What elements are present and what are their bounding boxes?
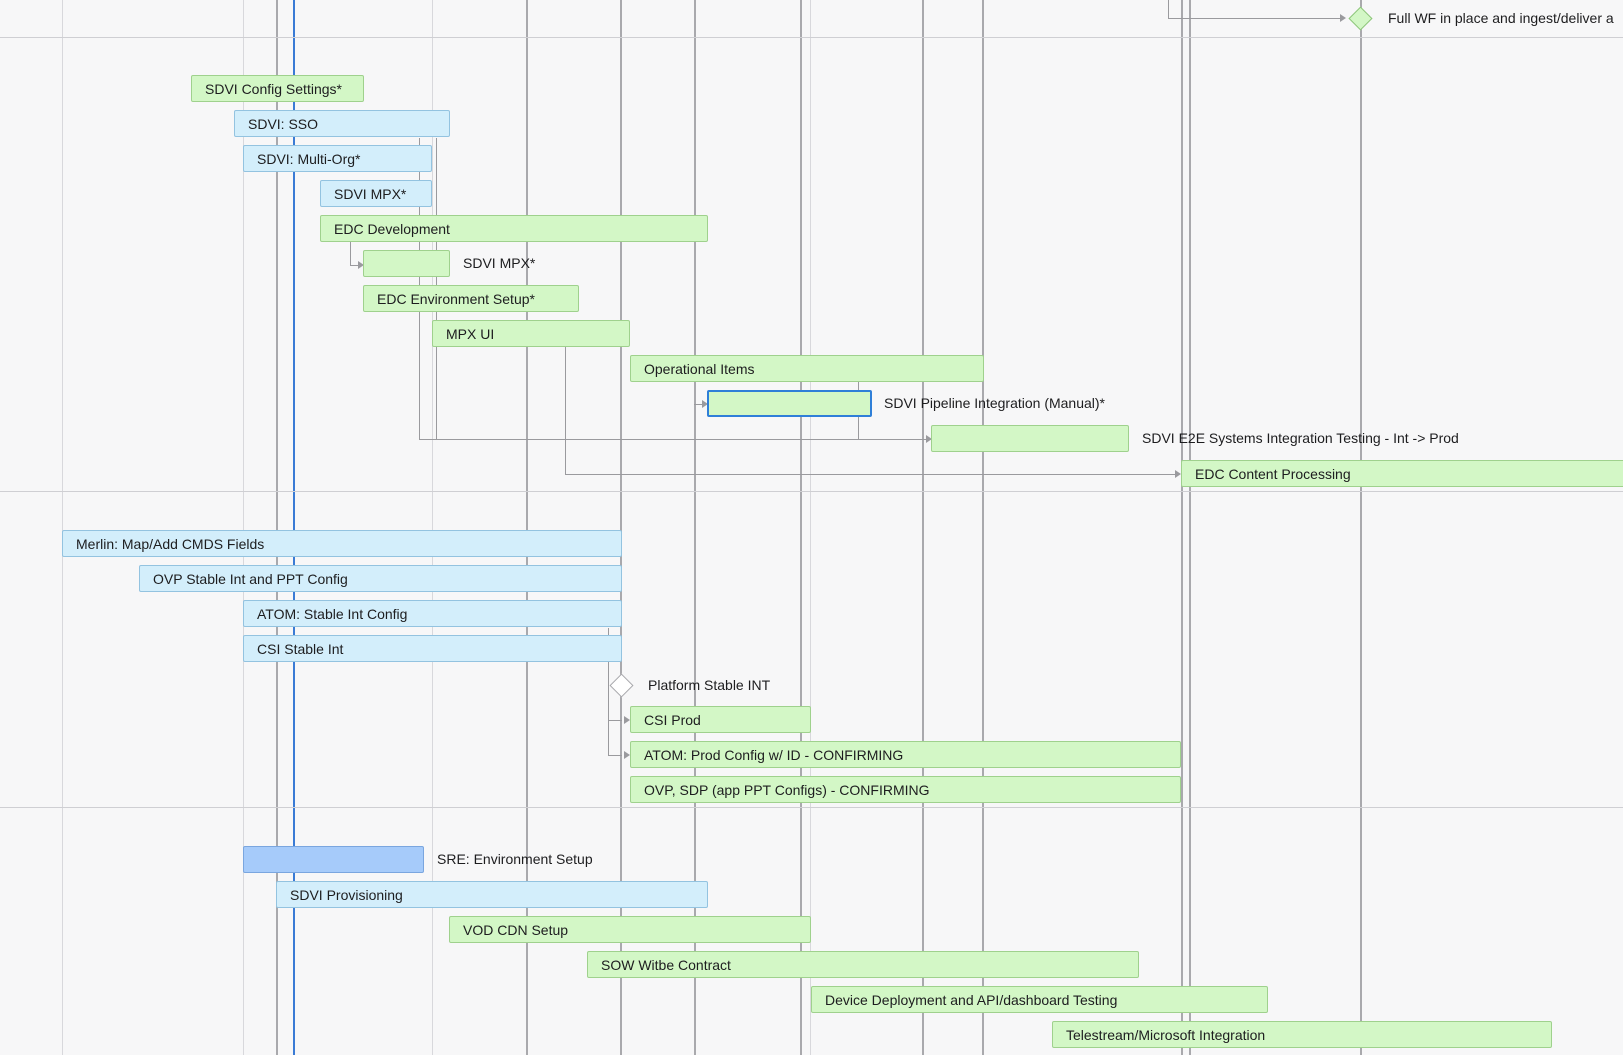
- grid-line: [1360, 0, 1362, 1055]
- today-line: [293, 0, 295, 1055]
- grid-line: [1181, 0, 1183, 1055]
- milestone-platform-stable-int[interactable]: [609, 673, 634, 698]
- dependency-line: [608, 755, 622, 756]
- task-label-sdvi-pipeline-integration: SDVI Pipeline Integration (Manual)*: [884, 395, 1106, 411]
- task-label: SDVI: Multi-Org*: [257, 151, 361, 167]
- dependency-line: [608, 628, 609, 756]
- dependency-line: [608, 720, 622, 721]
- task-bar-sre-env-setup[interactable]: [243, 846, 424, 873]
- task-label: ATOM: Prod Config w/ ID - CONFIRMING: [644, 747, 904, 763]
- task-label: Merlin: Map/Add CMDS Fields: [76, 536, 265, 552]
- task-bar-csi-stable-int[interactable]: CSI Stable Int: [243, 635, 622, 662]
- task-label-sdvi-e2e-testing: SDVI E2E Systems Integration Testing - I…: [1142, 430, 1459, 446]
- task-bar-sdvi-e2e-testing[interactable]: [931, 425, 1129, 452]
- grid-line: [694, 0, 696, 1055]
- grid-line: [62, 0, 63, 1055]
- task-label: SDVI Config Settings*: [205, 81, 342, 97]
- grid-line: [1189, 0, 1191, 1055]
- milestone-full-wf-label: Full WF in place and ingest/deliver a: [1388, 10, 1614, 26]
- grid-line: [243, 0, 244, 1055]
- task-bar-sdvi-mpx[interactable]: SDVI MPX*: [320, 180, 432, 207]
- task-bar-sdvi-mpx-2[interactable]: [363, 250, 450, 277]
- task-bar-sdvi-config-settings[interactable]: SDVI Config Settings*: [191, 75, 364, 102]
- task-bar-sdvi-pipeline-integration[interactable]: [707, 390, 872, 417]
- dependency-line: [565, 346, 566, 474]
- task-bar-sdvi-multi-org[interactable]: SDVI: Multi-Org*: [243, 145, 432, 172]
- dependency-arrow: [624, 751, 630, 759]
- task-bar-atom-prod-config[interactable]: ATOM: Prod Config w/ ID - CONFIRMING: [630, 741, 1181, 768]
- task-bar-ovp-sdp[interactable]: OVP, SDP (app PPT Configs) - CONFIRMING: [630, 776, 1181, 803]
- grid-line: [526, 0, 528, 1055]
- task-label: Device Deployment and API/dashboard Test…: [825, 992, 1118, 1008]
- dependency-line: [350, 265, 362, 266]
- grid-line: [800, 0, 802, 1055]
- dependency-line: [1168, 0, 1169, 18]
- section-divider: [0, 37, 1623, 38]
- dependency-line: [350, 230, 351, 265]
- milestone-platform-stable-int-label: Platform Stable INT: [648, 677, 771, 693]
- task-bar-atom-stable-int[interactable]: ATOM: Stable Int Config: [243, 600, 622, 627]
- task-bar-merlin-cmds[interactable]: Merlin: Map/Add CMDS Fields: [62, 530, 622, 557]
- task-label: VOD CDN Setup: [463, 922, 569, 938]
- section-divider: [0, 491, 1623, 492]
- task-label: EDC Content Processing: [1195, 466, 1351, 482]
- grid-line: [276, 0, 278, 1055]
- grid-line: [432, 0, 433, 1055]
- dependency-arrow: [1340, 14, 1346, 22]
- task-label-sre-env-setup: SRE: Environment Setup: [437, 851, 593, 867]
- task-bar-edc-env-setup[interactable]: EDC Environment Setup*: [363, 285, 579, 312]
- task-bar-sdvi-provisioning[interactable]: SDVI Provisioning: [276, 881, 708, 908]
- task-label: SDVI MPX*: [334, 186, 407, 202]
- task-label: SDVI Provisioning: [290, 887, 403, 903]
- task-label: OVP Stable Int and PPT Config: [153, 571, 348, 587]
- task-label-sdvi-mpx-2: SDVI MPX*: [463, 255, 536, 271]
- dependency-line: [565, 474, 1177, 475]
- task-bar-edc-content-processing[interactable]: EDC Content Processing: [1181, 460, 1623, 487]
- task-bar-sow-witbe[interactable]: SOW Witbe Contract: [587, 951, 1139, 978]
- dependency-line: [694, 404, 706, 405]
- task-bar-vod-cdn-setup[interactable]: VOD CDN Setup: [449, 916, 811, 943]
- grid-line: [982, 0, 984, 1055]
- task-bar-mpx-ui[interactable]: MPX UI: [432, 320, 630, 347]
- task-bar-device-deployment[interactable]: Device Deployment and API/dashboard Test…: [811, 986, 1268, 1013]
- task-label: ATOM: Stable Int Config: [257, 606, 408, 622]
- dependency-arrow: [702, 400, 708, 408]
- dependency-arrow: [1175, 470, 1181, 478]
- task-label: MPX UI: [446, 326, 495, 342]
- grid-line: [620, 0, 622, 1055]
- task-label: Operational Items: [644, 361, 755, 377]
- task-label: OVP, SDP (app PPT Configs) - CONFIRMING: [644, 782, 930, 798]
- dependency-line: [419, 439, 931, 440]
- task-label: CSI Stable Int: [257, 641, 344, 657]
- dependency-arrow: [358, 261, 364, 269]
- task-label: EDC Environment Setup*: [377, 291, 535, 307]
- task-bar-csi-prod[interactable]: CSI Prod: [630, 706, 811, 733]
- milestone-full-wf[interactable]: [1348, 6, 1373, 31]
- grid-line: [922, 0, 924, 1055]
- task-label: CSI Prod: [644, 712, 701, 728]
- task-label: Telestream/Microsoft Integration: [1066, 1027, 1266, 1043]
- task-label: EDC Development: [334, 221, 450, 237]
- dependency-arrow: [926, 435, 932, 443]
- task-bar-ovp-stable-int[interactable]: OVP Stable Int and PPT Config: [139, 565, 622, 592]
- task-bar-sdvi-sso[interactable]: SDVI: SSO: [234, 110, 450, 137]
- task-bar-operational-items[interactable]: Operational Items: [630, 355, 984, 382]
- task-bar-telestream-ms[interactable]: Telestream/Microsoft Integration: [1052, 1021, 1552, 1048]
- dependency-arrow: [624, 716, 630, 724]
- dependency-line: [1168, 18, 1344, 19]
- task-bar-edc-development[interactable]: EDC Development: [320, 215, 708, 242]
- task-label: SOW Witbe Contract: [601, 957, 731, 973]
- task-label: SDVI: SSO: [248, 116, 319, 132]
- section-divider: [0, 807, 1623, 808]
- grid-line: [810, 0, 811, 1055]
